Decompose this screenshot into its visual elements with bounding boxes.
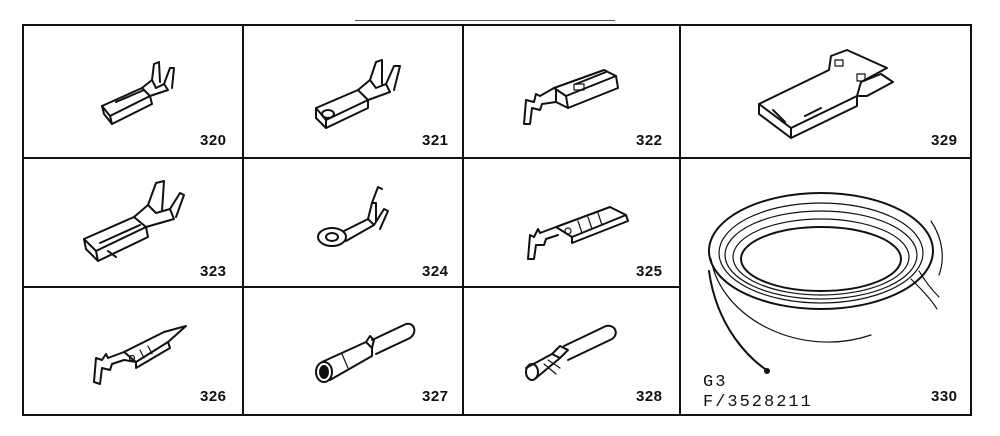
- header-rule: [355, 20, 615, 21]
- part-number-label: 324: [422, 263, 449, 280]
- part-cell-329[interactable]: 329: [681, 26, 970, 157]
- parts-grid: 320 321 322: [22, 24, 972, 416]
- grid-divider: [679, 157, 970, 159]
- part-cell-326[interactable]: 326: [24, 288, 242, 414]
- part-number-label: 328: [636, 388, 663, 405]
- wire-code-label: G3 F/3528211: [703, 373, 813, 413]
- part-cell-323[interactable]: 323: [24, 159, 242, 286]
- part-number-label: 327: [422, 388, 449, 405]
- crimp-terminal-large-icon: [83, 180, 185, 262]
- grid-divider: [24, 286, 679, 288]
- part-number-label: 325: [636, 263, 663, 280]
- part-number-label: 329: [931, 132, 958, 149]
- quick-disconnect-terminal-icon: [523, 69, 619, 125]
- blade-pin-terminal-icon: [93, 325, 187, 385]
- wire-code-line2: F/3528211: [703, 393, 813, 412]
- part-cell-328[interactable]: 328: [464, 288, 679, 414]
- part-cell-320[interactable]: 320: [24, 26, 242, 157]
- pin-terminal-icon: [527, 206, 629, 260]
- grid-divider: [242, 26, 244, 414]
- crimp-terminal-flag-icon: [315, 59, 401, 129]
- wire-code-line1: G3: [703, 373, 728, 392]
- bullet-connector-icon: [315, 322, 416, 383]
- part-number-label: 323: [200, 263, 227, 280]
- wire-coil-icon: [708, 192, 943, 374]
- bullet-socket-icon: [525, 324, 617, 381]
- crimp-terminal-flag-icon: [101, 61, 175, 125]
- tab-adapter-icon: [758, 49, 894, 139]
- part-cell-325[interactable]: 325: [464, 159, 679, 286]
- grid-divider: [24, 157, 679, 159]
- part-cell-322[interactable]: 322: [464, 26, 679, 157]
- part-cell-330[interactable]: G3 F/3528211 330: [681, 159, 970, 414]
- part-number-label: 326: [200, 388, 227, 405]
- part-number-label: 330: [931, 388, 958, 405]
- part-number-label: 322: [636, 132, 663, 149]
- part-cell-324[interactable]: 324: [244, 159, 462, 286]
- ring-terminal-icon: [317, 186, 389, 247]
- grid-divider: [462, 26, 464, 414]
- part-number-label: 320: [200, 132, 227, 149]
- grid-divider: [679, 26, 681, 414]
- part-number-label: 321: [422, 132, 449, 149]
- part-cell-327[interactable]: 327: [244, 288, 462, 414]
- part-cell-321[interactable]: 321: [244, 26, 462, 157]
